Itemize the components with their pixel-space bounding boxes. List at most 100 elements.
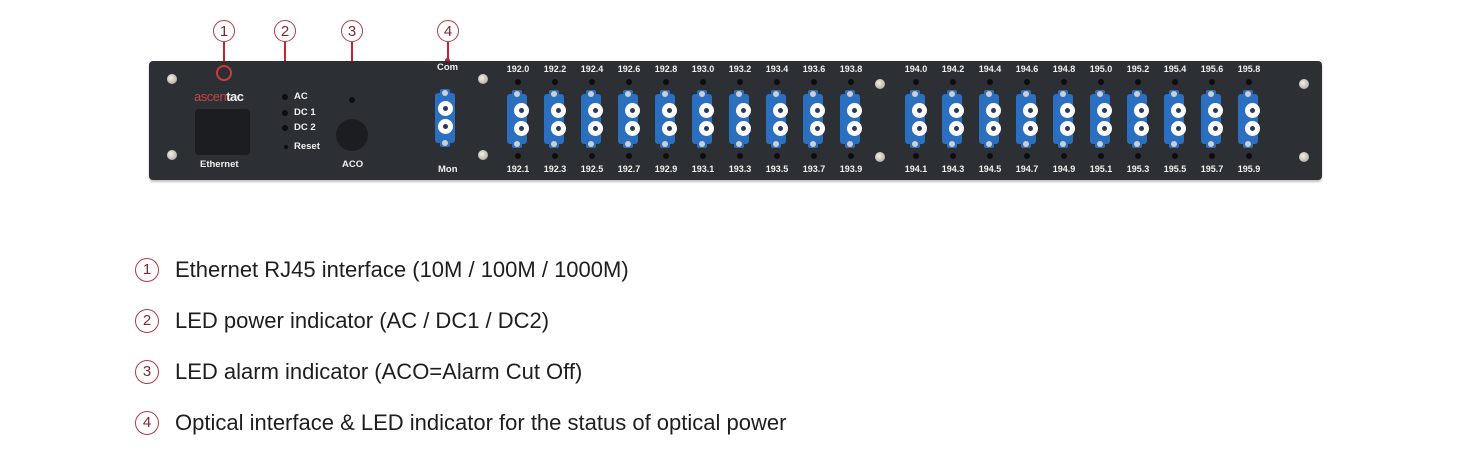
channel-label-bottom: 195.7: [1200, 164, 1224, 174]
channel-label-bottom: 195.3: [1126, 164, 1150, 174]
channel-label-bottom: 194.7: [1015, 164, 1039, 174]
channel-label-top: 193.6: [802, 64, 826, 74]
channel-label-top: 195.8: [1237, 64, 1261, 74]
legend-item-2: 2 LED power indicator (AC / DC1 / DC2): [135, 308, 549, 334]
lc-duplex-adapter[interactable]: [840, 90, 862, 148]
channel-label-bottom: 194.1: [904, 164, 928, 174]
lc-duplex-adapter[interactable]: [655, 90, 677, 148]
callout-1: 1: [213, 20, 235, 42]
brand-logo-icon: [216, 65, 232, 81]
legend-text-4: Optical interface & LED indicator for th…: [175, 410, 787, 435]
reset-button[interactable]: [284, 145, 288, 149]
channel-label-top: 195.4: [1163, 64, 1187, 74]
channel-label-bottom: 193.1: [691, 164, 715, 174]
channel-led: [663, 153, 669, 159]
channel-label-top: 195.6: [1200, 64, 1224, 74]
screw-icon: [1299, 152, 1309, 162]
channel-led: [1061, 153, 1067, 159]
channel-led: [950, 79, 956, 85]
channel-label-bottom: 193.7: [802, 164, 826, 174]
channel-led: [848, 79, 854, 85]
channel-led: [589, 153, 595, 159]
lc-duplex-adapter[interactable]: [729, 90, 751, 148]
channel-led: [515, 79, 521, 85]
channel-led: [1024, 153, 1030, 159]
com-label: Com: [437, 62, 459, 73]
lc-duplex-adapter[interactable]: [1127, 90, 1149, 148]
lc-duplex-adapter[interactable]: [544, 90, 566, 148]
ethernet-port[interactable]: [195, 109, 250, 155]
channel-led: [913, 153, 919, 159]
channel-label-top: 193.0: [691, 64, 715, 74]
channel-led: [1172, 153, 1178, 159]
legend-text-2: LED power indicator (AC / DC1 / DC2): [175, 308, 550, 333]
lc-duplex-adapter[interactable]: [942, 90, 964, 148]
channel-label-top: 192.8: [654, 64, 678, 74]
channel-label-bottom: 192.1: [506, 164, 530, 174]
channel-label-top: 194.8: [1052, 64, 1076, 74]
channel-led: [1246, 153, 1252, 159]
legend-num-4: 4: [135, 411, 159, 435]
lc-duplex-adapter[interactable]: [979, 90, 1001, 148]
channel-label-bottom: 194.3: [941, 164, 965, 174]
lc-duplex-adapter[interactable]: [507, 90, 529, 148]
channel-led: [737, 79, 743, 85]
channel-led: [1024, 79, 1030, 85]
channel-label-top: 193.2: [728, 64, 752, 74]
lc-duplex-adapter[interactable]: [1016, 90, 1038, 148]
lc-duplex-adapter[interactable]: [1238, 90, 1260, 148]
com-mon-adapter[interactable]: [435, 89, 457, 147]
brand-logo: ascentac: [194, 89, 244, 104]
channel-label-bottom: 195.5: [1163, 164, 1187, 174]
lc-duplex-adapter[interactable]: [1201, 90, 1223, 148]
channel-led: [950, 153, 956, 159]
channel-led: [663, 79, 669, 85]
led-dc2-label: DC 2: [294, 122, 316, 133]
led-dc2: [282, 125, 288, 131]
channel-label-top: 194.4: [978, 64, 1002, 74]
lc-duplex-adapter[interactable]: [1053, 90, 1075, 148]
channel-label-top: 193.8: [839, 64, 863, 74]
callout-3: 3: [341, 20, 363, 42]
led-dc1-label: DC 1: [294, 107, 316, 118]
lc-duplex-adapter[interactable]: [803, 90, 825, 148]
lc-duplex-adapter[interactable]: [905, 90, 927, 148]
channel-label-top: 192.6: [617, 64, 641, 74]
channel-label-bottom: 192.3: [543, 164, 567, 174]
channel-led: [1135, 153, 1141, 159]
legend-item-1: 1 Ethernet RJ45 interface (10M / 100M / …: [135, 257, 629, 283]
channel-led: [1246, 79, 1252, 85]
mon-label: Mon: [438, 164, 458, 175]
lc-duplex-adapter[interactable]: [618, 90, 640, 148]
channel-label-bottom: 195.1: [1089, 164, 1113, 174]
channel-led: [811, 79, 817, 85]
lc-duplex-adapter[interactable]: [1090, 90, 1112, 148]
channel-label-top: 194.6: [1015, 64, 1039, 74]
lc-duplex-adapter[interactable]: [1164, 90, 1186, 148]
channel-led: [1135, 79, 1141, 85]
channel-label-top: 194.2: [941, 64, 965, 74]
legend-item-4: 4 Optical interface & LED indicator for …: [135, 410, 786, 436]
callout-4-dot: [445, 58, 450, 63]
led-alarm: [349, 97, 355, 103]
lc-duplex-adapter[interactable]: [692, 90, 714, 148]
channel-label-bottom: 192.9: [654, 164, 678, 174]
channel-label-top: 192.2: [543, 64, 567, 74]
screw-icon: [875, 152, 885, 162]
reset-label: Reset: [294, 141, 320, 152]
channel-led: [1098, 153, 1104, 159]
channel-label-bottom: 192.7: [617, 164, 641, 174]
device-front-panel: ascentac Ethernet AC DC 1 DC 2 Reset ACO…: [149, 61, 1322, 180]
lc-duplex-adapter[interactable]: [766, 90, 788, 148]
screw-icon: [875, 79, 885, 89]
channel-label-bottom: 195.9: [1237, 164, 1261, 174]
callout-4: 4: [437, 20, 459, 42]
legend-num-1: 1: [135, 258, 159, 282]
channel-label-top: 195.2: [1126, 64, 1150, 74]
channel-led: [626, 79, 632, 85]
channel-led: [626, 153, 632, 159]
lc-duplex-adapter[interactable]: [581, 90, 603, 148]
channel-led: [774, 79, 780, 85]
aco-button[interactable]: [336, 119, 368, 151]
screw-icon: [478, 150, 488, 160]
